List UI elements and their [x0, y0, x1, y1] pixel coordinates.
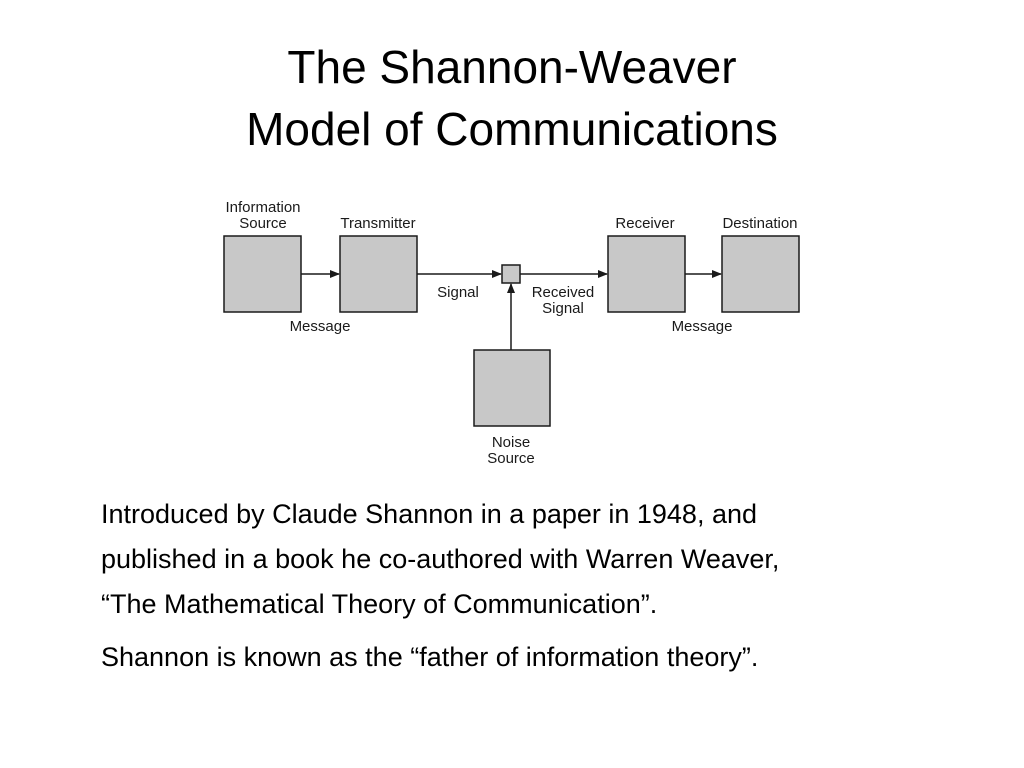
message-label-left: Message	[290, 318, 351, 335]
information-source-box	[223, 235, 302, 313]
transmitter-box	[339, 235, 418, 313]
paragraph-2-text: Shannon is known as the “father of infor…	[101, 642, 759, 672]
title-line-2: Model of Communications	[246, 103, 778, 155]
title-line-1: The Shannon-Weaver	[287, 41, 737, 93]
information-source-label-line-2: Source	[239, 215, 287, 232]
paragraph-1-line-2: published in a book he co-authored with …	[101, 544, 780, 574]
paragraph-2: Shannon is known as the “father of infor…	[101, 635, 981, 680]
paragraph-1-line-1: Introduced by Claude Shannon in a paper …	[101, 499, 758, 529]
body-text: Introduced by Claude Shannon in a paper …	[101, 492, 981, 680]
destination-box	[721, 235, 800, 313]
noise-source-box	[473, 349, 551, 427]
paragraph-1-line-3: “The Mathematical Theory of Communicatio…	[101, 589, 658, 619]
transmitter-label: Transmitter	[340, 215, 415, 232]
received-signal-label-line-2: Signal	[542, 300, 584, 317]
signal-label: Signal	[437, 284, 479, 301]
receiver-label: Receiver	[615, 215, 674, 232]
slide-title: The Shannon-Weaver Model of Communicatio…	[0, 36, 1024, 160]
noise-source-label-line-1: Noise	[492, 434, 530, 451]
received-signal-label-line-1: Received	[532, 284, 595, 301]
paragraph-1: Introduced by Claude Shannon in a paper …	[101, 492, 981, 627]
receiver-box	[607, 235, 686, 313]
message-label-right: Message	[672, 318, 733, 335]
noise-source-label-line-2: Source	[487, 450, 535, 467]
destination-label: Destination	[722, 215, 797, 232]
information-source-label-line-1: Information	[225, 199, 300, 216]
channel-box	[501, 264, 521, 284]
